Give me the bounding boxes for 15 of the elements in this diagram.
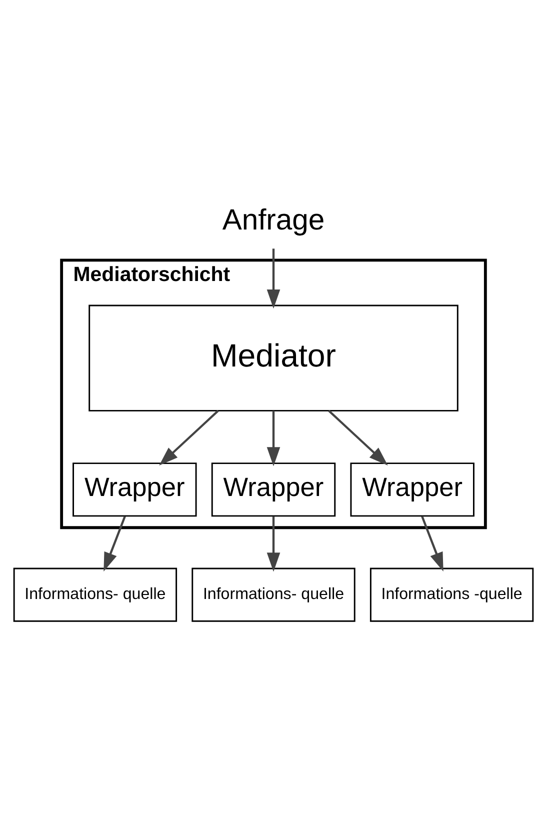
node-box: Informations- quelle xyxy=(192,568,356,622)
node-box: Informations- quelle xyxy=(13,568,178,622)
node-box: Wrapper xyxy=(350,462,474,517)
arrow xyxy=(266,410,280,466)
arrow xyxy=(159,410,219,466)
node-box: Mediator xyxy=(88,304,458,412)
node-box: Informations -quelle xyxy=(370,568,534,622)
arrow xyxy=(328,410,388,466)
node-box: Wrapper xyxy=(72,462,197,517)
arrow xyxy=(421,516,444,572)
node-text: Anfrage xyxy=(222,204,325,236)
arrow xyxy=(266,248,280,309)
arrow xyxy=(104,516,126,572)
node-box: Wrapper xyxy=(211,462,336,517)
arrow xyxy=(266,516,280,572)
